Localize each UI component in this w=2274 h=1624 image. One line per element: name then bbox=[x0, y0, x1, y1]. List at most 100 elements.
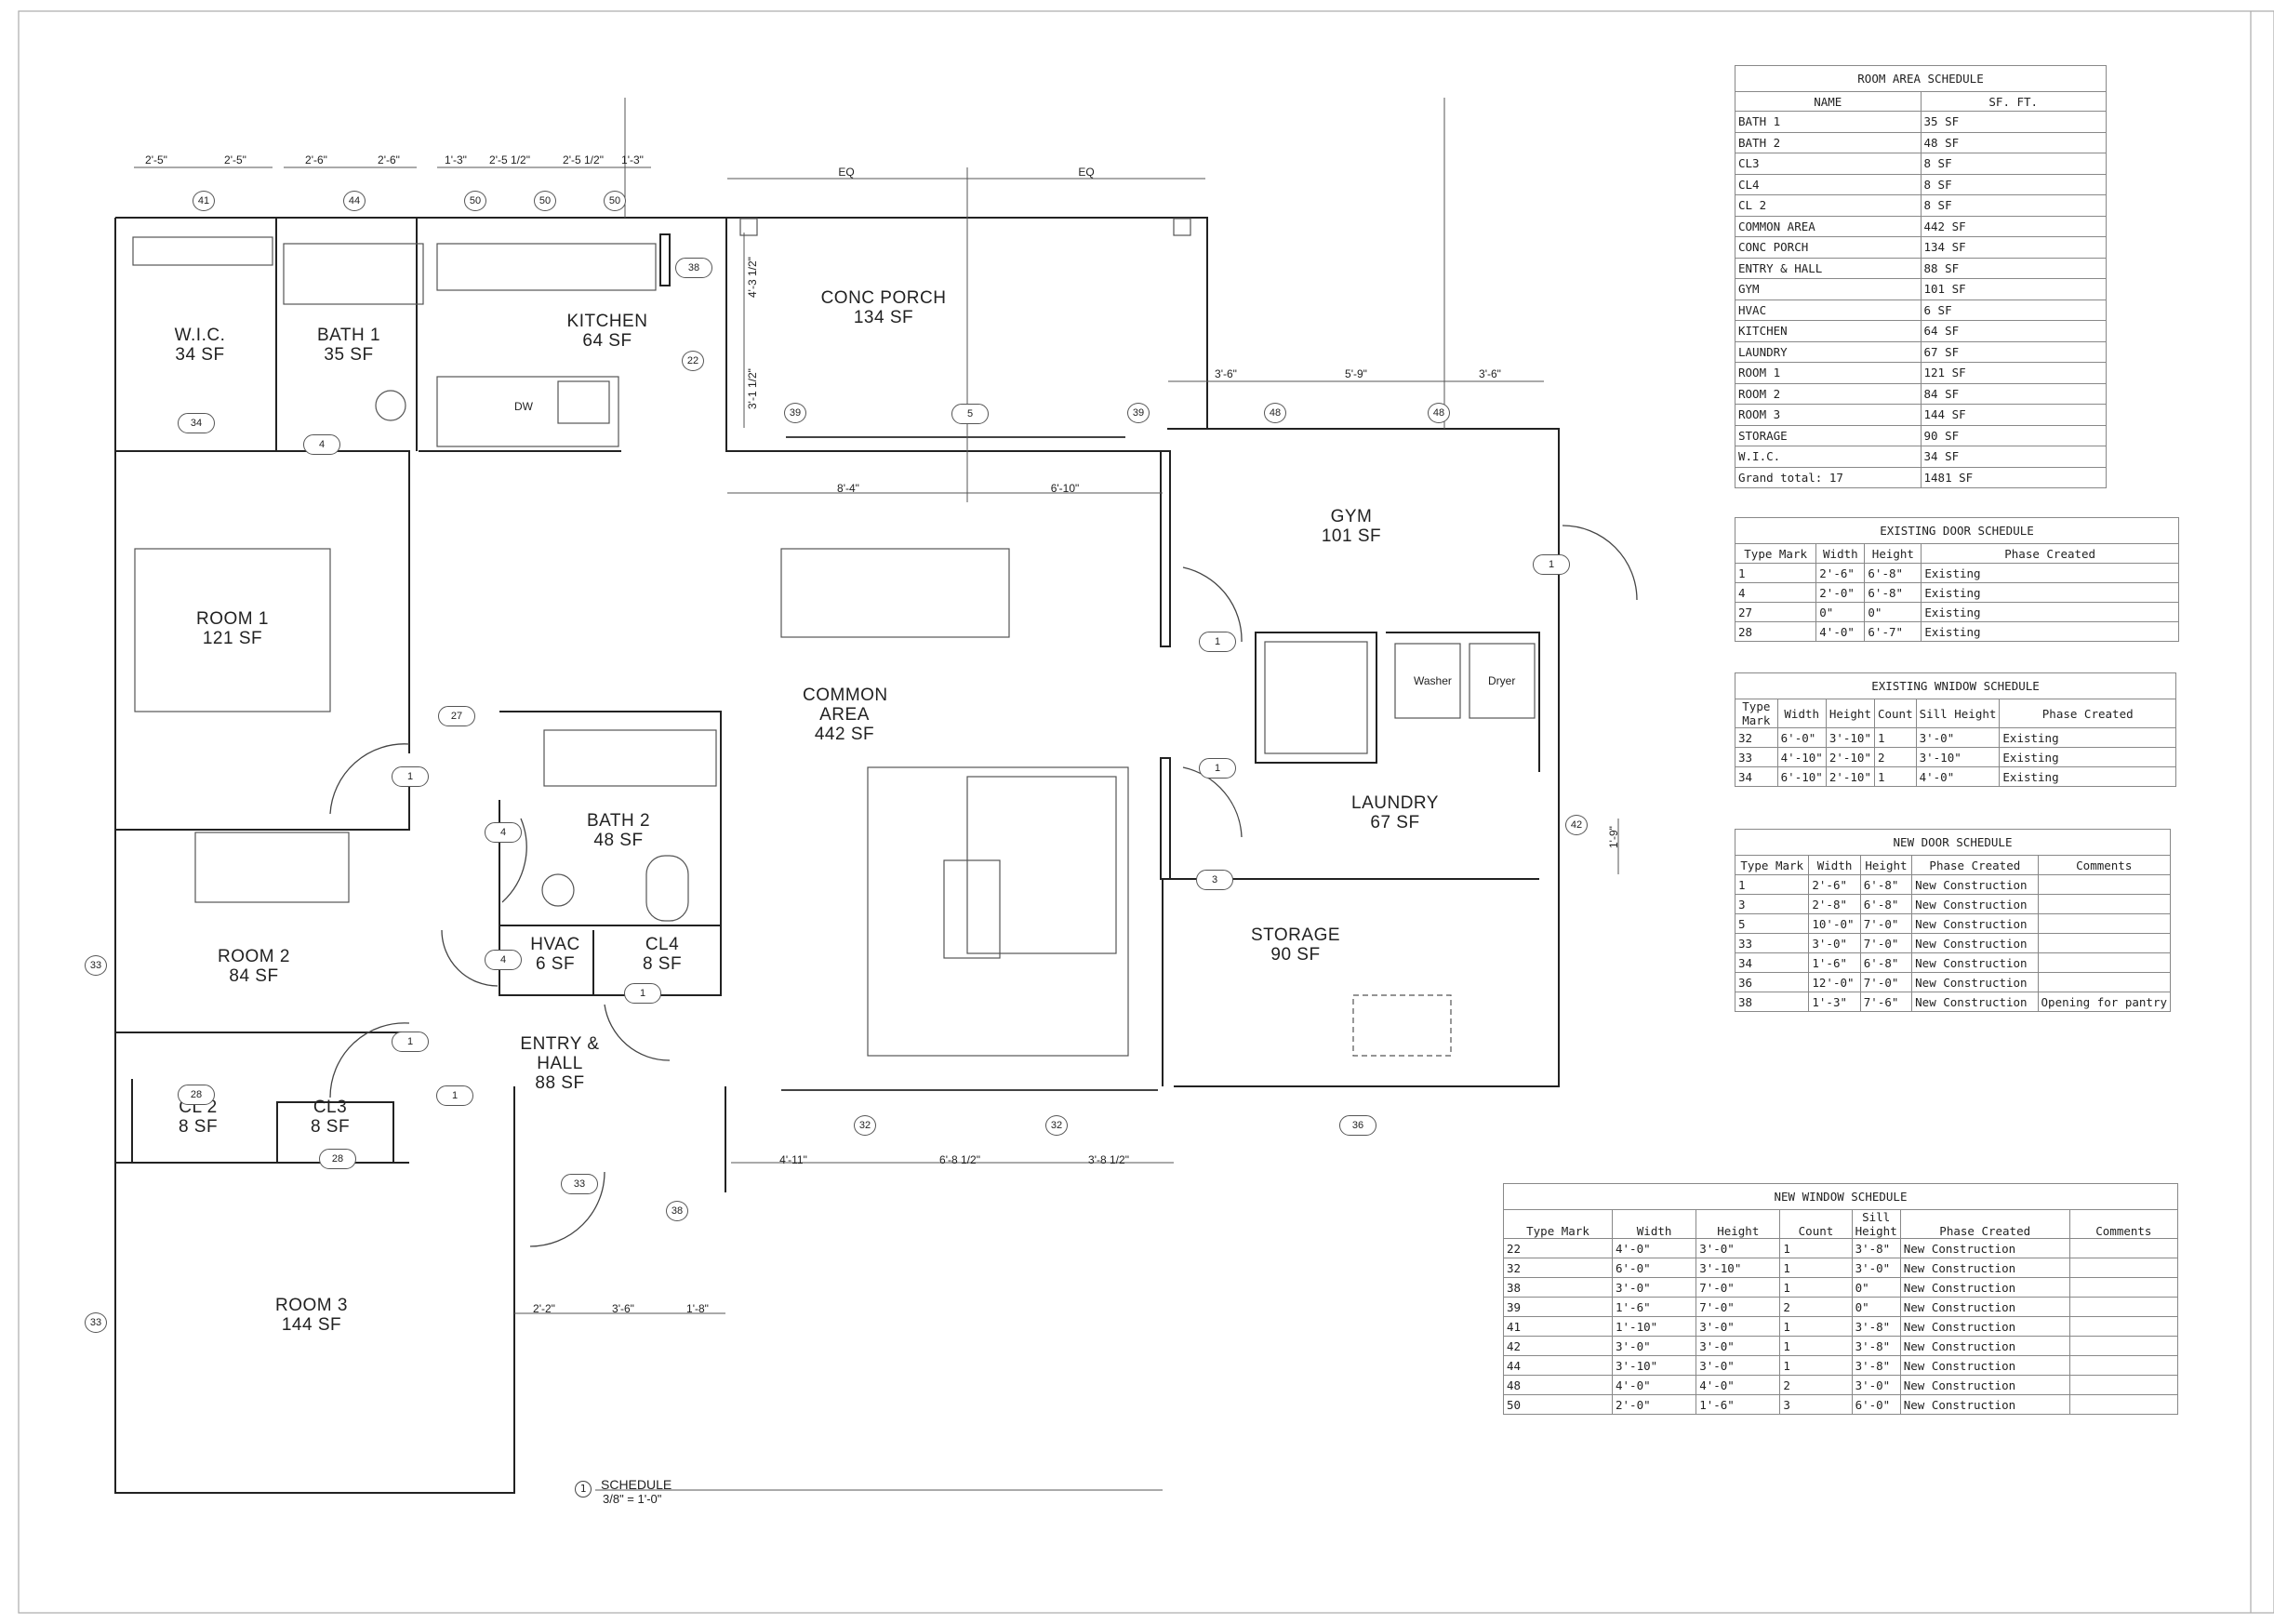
schedule-cell bbox=[2068, 1336, 2179, 1356]
schedule-cell: 6'-8" bbox=[1864, 582, 1922, 603]
schedule-cell: 4'-0" bbox=[1611, 1238, 1697, 1258]
schedule-header-cell: Comments bbox=[2037, 855, 2172, 875]
bath2-sink bbox=[541, 873, 575, 907]
schedule-cell: 32 bbox=[1503, 1258, 1613, 1278]
window-tag: 48 bbox=[1264, 403, 1286, 423]
view-title: SCHEDULE bbox=[601, 1477, 672, 1492]
room-area: 8 SF bbox=[310, 1117, 351, 1137]
room-area: 101 SF bbox=[1321, 526, 1382, 546]
view-number-bubble: 1 bbox=[575, 1481, 592, 1498]
dimension-text: 2'-5" bbox=[145, 153, 167, 166]
storage-shelf bbox=[1352, 994, 1452, 1057]
schedule-cell: 7'-6" bbox=[1859, 992, 1913, 1012]
schedule-header-cell: Height bbox=[1696, 1209, 1781, 1239]
schedule-cell: 3'-0" bbox=[1696, 1238, 1781, 1258]
schedule-cell: COMMON AREA bbox=[1735, 215, 1922, 237]
kitchen-pantry-wall bbox=[659, 233, 671, 286]
bath2-shower bbox=[543, 729, 717, 787]
schedule-header-row: NAME SF. FT. bbox=[1735, 91, 2107, 112]
schedule-cell: ROOM 3 bbox=[1735, 404, 1922, 426]
dimension-text: 2'-6" bbox=[378, 153, 400, 166]
schedule-cell: 34 bbox=[1735, 766, 1778, 787]
schedule-cell: HVAC bbox=[1735, 299, 1922, 321]
schedule-cell: 3'-8" bbox=[1851, 1336, 1901, 1356]
schedule-header-row: Type Mark Width Height Count Sill Height… bbox=[1735, 699, 2176, 728]
window-tag: 42 bbox=[1565, 815, 1588, 835]
schedule-cell: 39 bbox=[1503, 1297, 1613, 1317]
room-name: CL4 bbox=[645, 935, 680, 954]
room-area: 84 SF bbox=[229, 966, 279, 986]
schedule-cell: 5 bbox=[1734, 913, 1810, 934]
schedule-cell: 6'-0" bbox=[1776, 727, 1827, 748]
schedule-cell: 3'-10" bbox=[1696, 1258, 1781, 1278]
outer-wall-north bbox=[115, 217, 1167, 452]
window-tag: 39 bbox=[784, 403, 806, 423]
schedule-cell: 3'-0" bbox=[1851, 1258, 1901, 1278]
schedule-cell bbox=[2068, 1238, 2179, 1258]
schedule-cell: 90 SF bbox=[1920, 424, 2107, 446]
schedule-cell: New Construction bbox=[1911, 874, 2039, 895]
schedule-cell: 2'-10" bbox=[1825, 766, 1875, 787]
dimension-text: 2'-5" bbox=[224, 153, 246, 166]
schedule-cell: 1 bbox=[1734, 874, 1810, 895]
schedule-cell: 1481 SF bbox=[1920, 466, 2107, 488]
schedule-cell: 7'-0" bbox=[1859, 913, 1913, 934]
schedule-cell: 101 SF bbox=[1920, 278, 2107, 300]
schedule-header-cell: Count bbox=[1873, 699, 1917, 728]
schedule-cell: 34 SF bbox=[1920, 446, 2107, 468]
schedule-cell: 1 bbox=[1734, 563, 1817, 583]
schedule-cell: 50 bbox=[1503, 1394, 1613, 1415]
schedule-cell: GYM bbox=[1735, 278, 1922, 300]
schedule-cell: 6'-8" bbox=[1859, 952, 1913, 973]
schedule-cell bbox=[2037, 913, 2172, 934]
schedule-cell: ENTRY & HALL bbox=[1735, 257, 1922, 279]
schedule-header-cell: Comments bbox=[2068, 1209, 2179, 1239]
schedule-cell: 3'-0" bbox=[1915, 727, 2001, 748]
room-area: 144 SF bbox=[281, 1315, 342, 1335]
schedule-cell: 2 bbox=[1779, 1375, 1853, 1395]
schedule-cell: New Construction bbox=[1899, 1238, 2070, 1258]
schedule-cell: 121 SF bbox=[1920, 362, 2107, 384]
schedule-cell: 3 bbox=[1734, 894, 1810, 914]
schedule-cell: New Construction bbox=[1911, 952, 2039, 973]
schedule-cell: 1 bbox=[1779, 1277, 1853, 1298]
schedule-header-cell: Type Mark bbox=[1734, 855, 1810, 875]
room-name: ENTRY & HALL bbox=[520, 1034, 600, 1073]
schedule-cell: W.I.C. bbox=[1735, 446, 1922, 468]
schedule-cell: New Construction bbox=[1911, 972, 2039, 992]
schedule-cell: 1'-10" bbox=[1611, 1316, 1697, 1337]
schedule-cell: New Construction bbox=[1899, 1355, 2070, 1376]
schedule-cell: 3'-0" bbox=[1611, 1277, 1697, 1298]
schedule-cell: 1'-6" bbox=[1611, 1297, 1697, 1317]
dimension-text: EQ bbox=[838, 166, 855, 179]
room-name: ROOM 2 bbox=[218, 947, 290, 966]
sheet-border bbox=[18, 10, 2274, 1614]
schedule-cell: 35 SF bbox=[1920, 111, 2107, 133]
schedule-cell: 6'-8" bbox=[1859, 894, 1913, 914]
schedule-cell: 1'-6" bbox=[1696, 1394, 1781, 1415]
schedule-header-cell: Height bbox=[1859, 855, 1913, 875]
schedule-cell: 6 SF bbox=[1920, 299, 2107, 321]
existing-window-schedule: EXISTING WNIDOW SCHEDULE Type Mark Width… bbox=[1735, 672, 2176, 787]
schedule-header-cell: Type Mark bbox=[1734, 543, 1817, 564]
window-tag: 50 bbox=[604, 191, 626, 211]
schedule-cell: 0" bbox=[1851, 1277, 1901, 1298]
bath1-shower bbox=[283, 243, 424, 305]
window-tag: 33 bbox=[85, 1312, 107, 1333]
schedule-cell: LAUNDRY bbox=[1735, 340, 1922, 363]
schedule-cell: New Construction bbox=[1899, 1336, 2070, 1356]
room-name: HVAC bbox=[530, 935, 580, 954]
room-name: W.I.C. bbox=[174, 326, 226, 345]
dimension-text: 2'-2" bbox=[533, 1302, 555, 1315]
door-swings bbox=[329, 525, 1638, 1247]
